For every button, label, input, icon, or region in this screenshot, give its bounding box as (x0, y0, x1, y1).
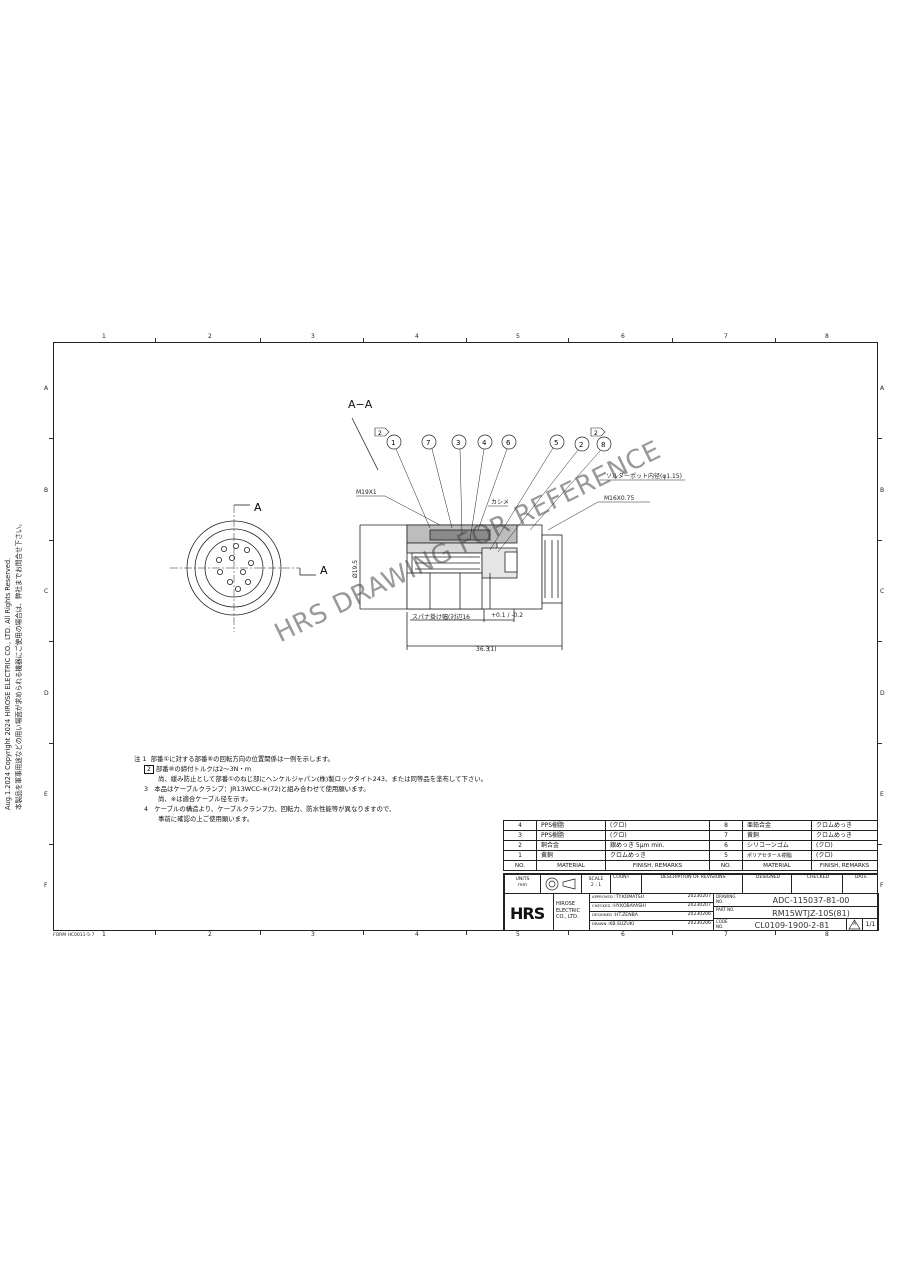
date-cell: DATE (842, 874, 878, 894)
checked-cell: CHECKED (791, 874, 843, 894)
hrs-logo: HRS (504, 893, 554, 931)
zone-col-bottom: 7 (724, 931, 728, 938)
zone-row-right: E (880, 791, 884, 798)
caulking-label: カシメ (491, 499, 509, 506)
revision-marker: 2 (590, 427, 606, 437)
note-line: 注 1 部番①に対する部番⑧の回転方向の位置関係は一例を示します。 (134, 755, 334, 763)
projection-symbol-cell (540, 874, 582, 894)
zone-row-left: D (44, 690, 49, 697)
note-line: 2 部番⑧の締付トルクは2〜3N・m (134, 764, 487, 774)
thread-left-label: M19X1 (356, 489, 377, 496)
zone-col-bottom: 8 (825, 931, 829, 938)
callout-bubble: 4 (469, 434, 493, 541)
zone-col-top: 5 (516, 333, 520, 340)
note-line: 事前に確認の上ご使用願います。 (158, 815, 254, 823)
zone-col-top: 6 (621, 333, 625, 340)
diameter-label: Ø19.5 (352, 560, 359, 578)
section-view (351, 417, 563, 650)
code-number-cell: CODE NO. CL0109-1900-2-81 (713, 918, 847, 931)
count-cell: COUNT (610, 874, 642, 894)
revision-triangle-icon (848, 919, 861, 930)
zone-row-right: B (880, 487, 885, 494)
section-marker-top: A (254, 501, 262, 514)
zone-col-bottom: 4 (415, 931, 419, 938)
zone-col-bottom: 6 (621, 931, 625, 938)
svg-text:5: 5 (554, 439, 558, 447)
zone-row-right: F (880, 882, 884, 889)
callout-bubble: 6 (477, 434, 517, 531)
svg-text:4: 4 (482, 439, 487, 447)
callout-bubble: 5 (489, 434, 565, 551)
note-line: 尚、緩み防止として部番①のねじ部にヘンケルジャパン(株)製ロックタイト243、ま… (158, 775, 488, 783)
spanner-width-label: スパナ掛け幅(対辺16 (412, 613, 470, 621)
zone-col-top: 4 (415, 333, 419, 340)
revision-description-cell: DESCRIPTION OF REVISIONS (641, 874, 743, 894)
zone-row-left: E (44, 791, 48, 798)
svg-text:2: 2 (594, 430, 598, 437)
callout-bubble: 1 (386, 434, 431, 529)
callout-bubble: 2 (497, 436, 590, 553)
zone-row-left: F (44, 882, 48, 889)
note-line: 3 本品はケーブルクランプ：JR13WCC-※(72)と組み合わせて使用願います… (144, 785, 370, 793)
zone-row-left: A (44, 385, 49, 392)
form-number: FORM HC0011-5-7 (53, 933, 95, 938)
section-title: A−A (348, 398, 373, 411)
zone-row-right: A (880, 385, 885, 392)
zone-col-top: 3 (311, 333, 315, 340)
svg-text:7: 7 (426, 439, 430, 447)
svg-text:2: 2 (579, 441, 583, 449)
third-angle-projection-icon (545, 877, 576, 891)
part-callouts: 1 7 3 4 6 5 2 8 (386, 434, 612, 553)
zone-col-top: 2 (208, 333, 212, 340)
drawing-frame (53, 342, 878, 931)
thread-right-label: M16X0.75 (604, 495, 634, 502)
svg-text:3: 3 (456, 439, 460, 447)
solder-pot-label: ソルダーポット内径(φ1.15) (606, 472, 682, 480)
zone-col-bottom: 2 (208, 931, 212, 938)
drawing-number-cell: DRAWING NO. ADC-115037-81-00 (713, 893, 879, 907)
callout-bubble: 7 (421, 434, 453, 529)
zone-row-right: C (880, 588, 885, 595)
zone-row-left: B (44, 487, 49, 494)
callout-bubble: 3 (451, 434, 467, 536)
designed-cell: DESIGNED (742, 874, 792, 894)
note-line: 4 ケーブルの構造より、ケーブルクランプ力、回転力、防水性能等が異なりますので、 (144, 805, 396, 813)
drawn-row: DRAWN :KB.SUZUKI 20230206 (589, 920, 714, 931)
zone-col-top: 8 (825, 333, 829, 340)
spanner-tolerance: +0.1 / -0.2 (491, 612, 523, 619)
zone-col-top: 1 (102, 333, 106, 340)
zone-row-left: C (44, 588, 49, 595)
svg-text:1: 1 (391, 439, 395, 447)
section-marker-right: A (320, 564, 328, 577)
svg-text:2: 2 (378, 430, 382, 437)
length-label: 36.3 (476, 646, 490, 653)
revision-marker: 2 (374, 427, 390, 437)
zone-col-top: 7 (724, 333, 728, 340)
length-note: (1) (488, 646, 497, 653)
end-view (170, 504, 316, 632)
drawing-notes: 注 1 部番①に対する部番⑧の回転方向の位置関係は一例を示します。 2 部番⑧の… (134, 754, 487, 824)
zone-row-right: D (880, 690, 885, 697)
sheet-number: 1/1 (862, 918, 879, 931)
svg-text:6: 6 (506, 439, 511, 447)
svg-text:8: 8 (601, 441, 605, 449)
note-line: 尚、※は適合ケーブル径を示す。 (158, 795, 252, 803)
zone-col-bottom: 5 (516, 931, 520, 938)
zone-col-bottom: 3 (311, 931, 315, 938)
revision-triangle: A (846, 918, 863, 931)
callout-bubble: 8 (529, 436, 612, 531)
zone-col-bottom: 1 (102, 931, 106, 938)
